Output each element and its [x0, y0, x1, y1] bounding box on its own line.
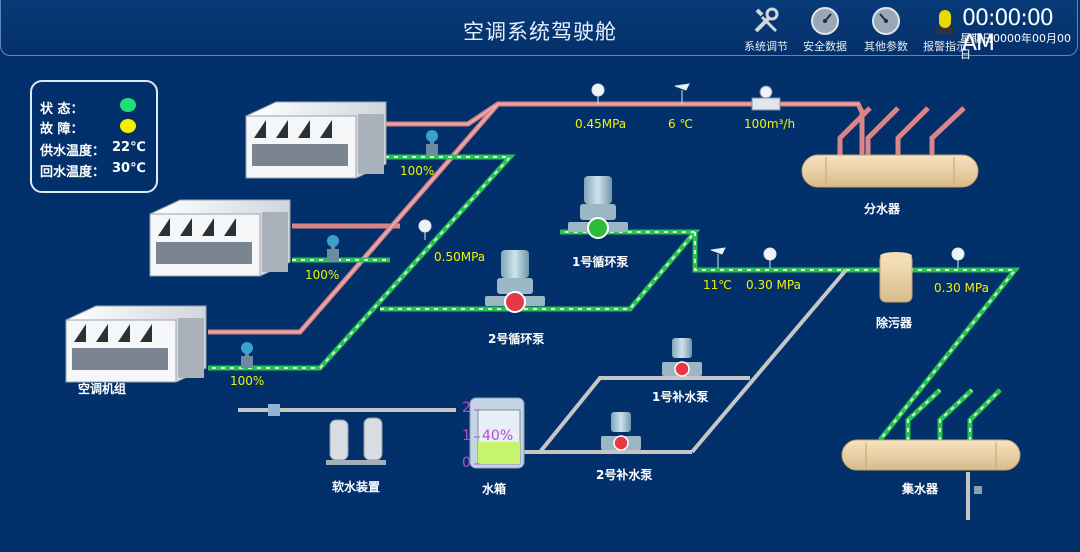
- return-temp: 11℃: [703, 278, 732, 292]
- distributor-header: [801, 154, 979, 188]
- water-tank: [469, 397, 525, 469]
- fault-indicator: [120, 119, 136, 133]
- return-pressure: 0.30 MPa: [746, 278, 801, 292]
- other-params-button[interactable]: 其他参数: [856, 6, 916, 54]
- water-softener: [268, 404, 386, 465]
- gauge-icon: [872, 7, 900, 35]
- dirt-separator: [879, 252, 913, 303]
- collector-inlets: [905, 388, 1002, 441]
- safety-data-button[interactable]: 安全数据: [795, 6, 855, 54]
- supply-flow: 100m³/h: [744, 117, 796, 131]
- status-panel: 状 态： 故 障： 供水温度： 22℃ 回水温度： 30℃: [30, 80, 158, 193]
- chillers: [65, 101, 387, 383]
- state-label: 状 态：: [40, 102, 84, 117]
- pressure-gauges: [418, 83, 965, 268]
- valve1-opening: 100%: [400, 164, 435, 178]
- tank-label: 水箱: [482, 482, 507, 496]
- return-temp-label: 回水温度：: [40, 165, 106, 180]
- wrench-screwdriver-icon: [754, 7, 779, 33]
- circulation-pumps: [485, 176, 628, 313]
- page-title: 空调系统驾驶舱: [463, 20, 617, 44]
- alarm-indicator-label: 报警指示: [923, 40, 967, 53]
- makeup-pump2-label: 2号补水泵: [596, 468, 653, 482]
- state-indicator: [120, 98, 136, 112]
- flow-meter: [751, 85, 781, 111]
- pump-inlet-pressure: 0.50MPa: [434, 250, 486, 264]
- valve3-opening: 100%: [230, 374, 265, 388]
- supply-temp-value: 22℃: [112, 140, 146, 155]
- softener-label: 软水装置: [332, 480, 381, 494]
- alarm-light-icon: [936, 10, 954, 34]
- tank-scale-2: 2: [462, 400, 471, 416]
- regulating-valves: [241, 130, 438, 368]
- collector-header: [841, 439, 1021, 494]
- tank-level-text: 40%: [482, 428, 514, 444]
- distributor-outlets: [837, 106, 966, 157]
- makeup-pump1-label: 1号补水泵: [652, 390, 709, 404]
- supply-temp: 6 ℃: [668, 117, 693, 131]
- filter-label: 除污器: [876, 316, 913, 330]
- gauge-icon: [811, 7, 839, 35]
- tank-scale-0: 0: [462, 455, 471, 471]
- filter-pressure: 0.30 MPa: [934, 281, 989, 295]
- safety-data-label: 安全数据: [803, 40, 847, 53]
- distributor-label: 分水器: [864, 202, 901, 216]
- system-adjust-button[interactable]: 系统调节: [736, 6, 796, 54]
- fault-label: 故 障：: [40, 122, 84, 137]
- system-adjust-label: 系统调节: [744, 40, 788, 53]
- makeup-pumps: [601, 338, 702, 451]
- tank-scale-1: 1: [462, 428, 471, 444]
- supply-pressure: 0.45MPa: [575, 117, 627, 131]
- pump2-label: 2号循环泵: [488, 332, 545, 346]
- return-temp-value: 30℃: [112, 161, 146, 176]
- other-params-label: 其他参数: [864, 40, 908, 53]
- collector-label: 集水器: [902, 482, 939, 496]
- pump1-label: 1号循环泵: [572, 255, 629, 269]
- chiller-group-label: 空调机组: [78, 382, 127, 396]
- header-bar: [0, 0, 1078, 56]
- clock-date: 星期日0000年00月00日: [960, 32, 1071, 61]
- valve2-opening: 100%: [305, 268, 340, 282]
- supply-temp-label: 供水温度：: [40, 144, 106, 159]
- clock-time: 00:00:00 AM: [962, 6, 1054, 56]
- alarm-indicator-button[interactable]: 报警指示: [915, 6, 975, 54]
